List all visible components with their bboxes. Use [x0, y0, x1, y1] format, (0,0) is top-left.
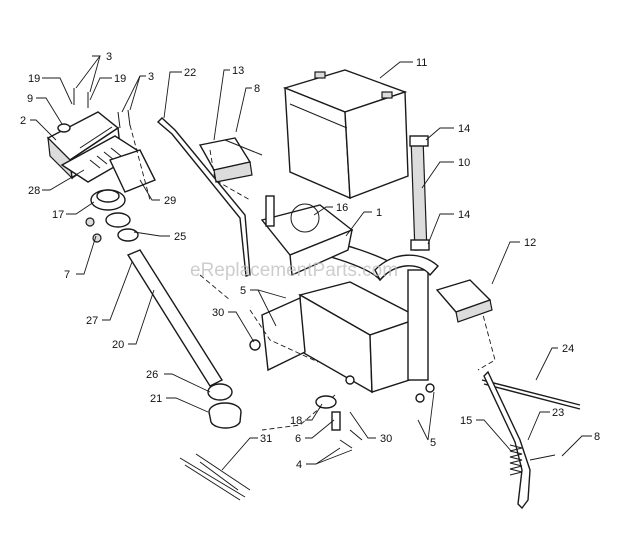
- callout-5: 5: [430, 437, 436, 449]
- callout-leaders: [30, 55, 592, 471]
- callout-labels: 3 19 19 9 3 2 28 17 29 22 13 8 11 14 10 …: [20, 51, 600, 471]
- callout-14: 14: [458, 209, 470, 221]
- callout-9: 9: [27, 93, 33, 105]
- callout-13: 13: [232, 65, 244, 77]
- callout-12: 12: [524, 237, 536, 249]
- callout-8: 8: [254, 83, 260, 95]
- callout-2: 2: [20, 115, 26, 127]
- battery: [282, 69, 409, 200]
- callout-16: 16: [336, 202, 348, 214]
- mount-bracket: [260, 195, 354, 277]
- callout-27: 27: [86, 315, 98, 327]
- swivel-cup: [207, 383, 242, 429]
- spring: [509, 444, 523, 476]
- callout-30: 30: [212, 307, 224, 319]
- callout-7: 7: [64, 269, 70, 281]
- callout-3: 3: [148, 71, 154, 83]
- cable-ties: [179, 453, 251, 501]
- clamp-block: [109, 149, 156, 193]
- callout-3: 3: [106, 51, 112, 63]
- battery-box-frame: [261, 269, 429, 394]
- callout-25: 25: [174, 231, 186, 243]
- chute-rod: [126, 249, 224, 387]
- callout-26: 26: [146, 369, 158, 381]
- callout-23: 23: [552, 407, 564, 419]
- callout-17: 17: [52, 209, 64, 221]
- callout-18: 18: [290, 415, 302, 427]
- callout-31: 31: [260, 433, 272, 445]
- fasteners: [57, 88, 131, 133]
- callout-8: 8: [594, 431, 600, 443]
- callout-20: 20: [112, 339, 124, 351]
- shift-rod: [156, 117, 251, 277]
- callout-22: 22: [184, 67, 196, 79]
- callout-4: 4: [296, 459, 302, 471]
- callout-6: 6: [295, 433, 301, 445]
- callout-10: 10: [458, 157, 470, 169]
- callout-29: 29: [164, 195, 176, 207]
- callout-30: 30: [380, 433, 392, 445]
- callout-24: 24: [562, 343, 574, 355]
- callout-19: 19: [114, 73, 126, 85]
- battery-strap: [409, 135, 430, 251]
- callout-11: 11: [416, 57, 427, 69]
- shift-lever-cap: [198, 137, 263, 183]
- callout-5: 5: [240, 285, 246, 297]
- adjust-knob: [85, 189, 139, 243]
- callout-15: 15: [460, 415, 472, 427]
- callout-1: 1: [376, 207, 382, 219]
- callout-19: 19: [28, 73, 40, 85]
- callout-21: 21: [150, 393, 162, 405]
- callout-14: 14: [458, 123, 470, 135]
- right-lever-assembly: [435, 279, 581, 510]
- callout-28: 28: [28, 185, 40, 197]
- watermark-text: eReplacementParts.com: [190, 260, 398, 281]
